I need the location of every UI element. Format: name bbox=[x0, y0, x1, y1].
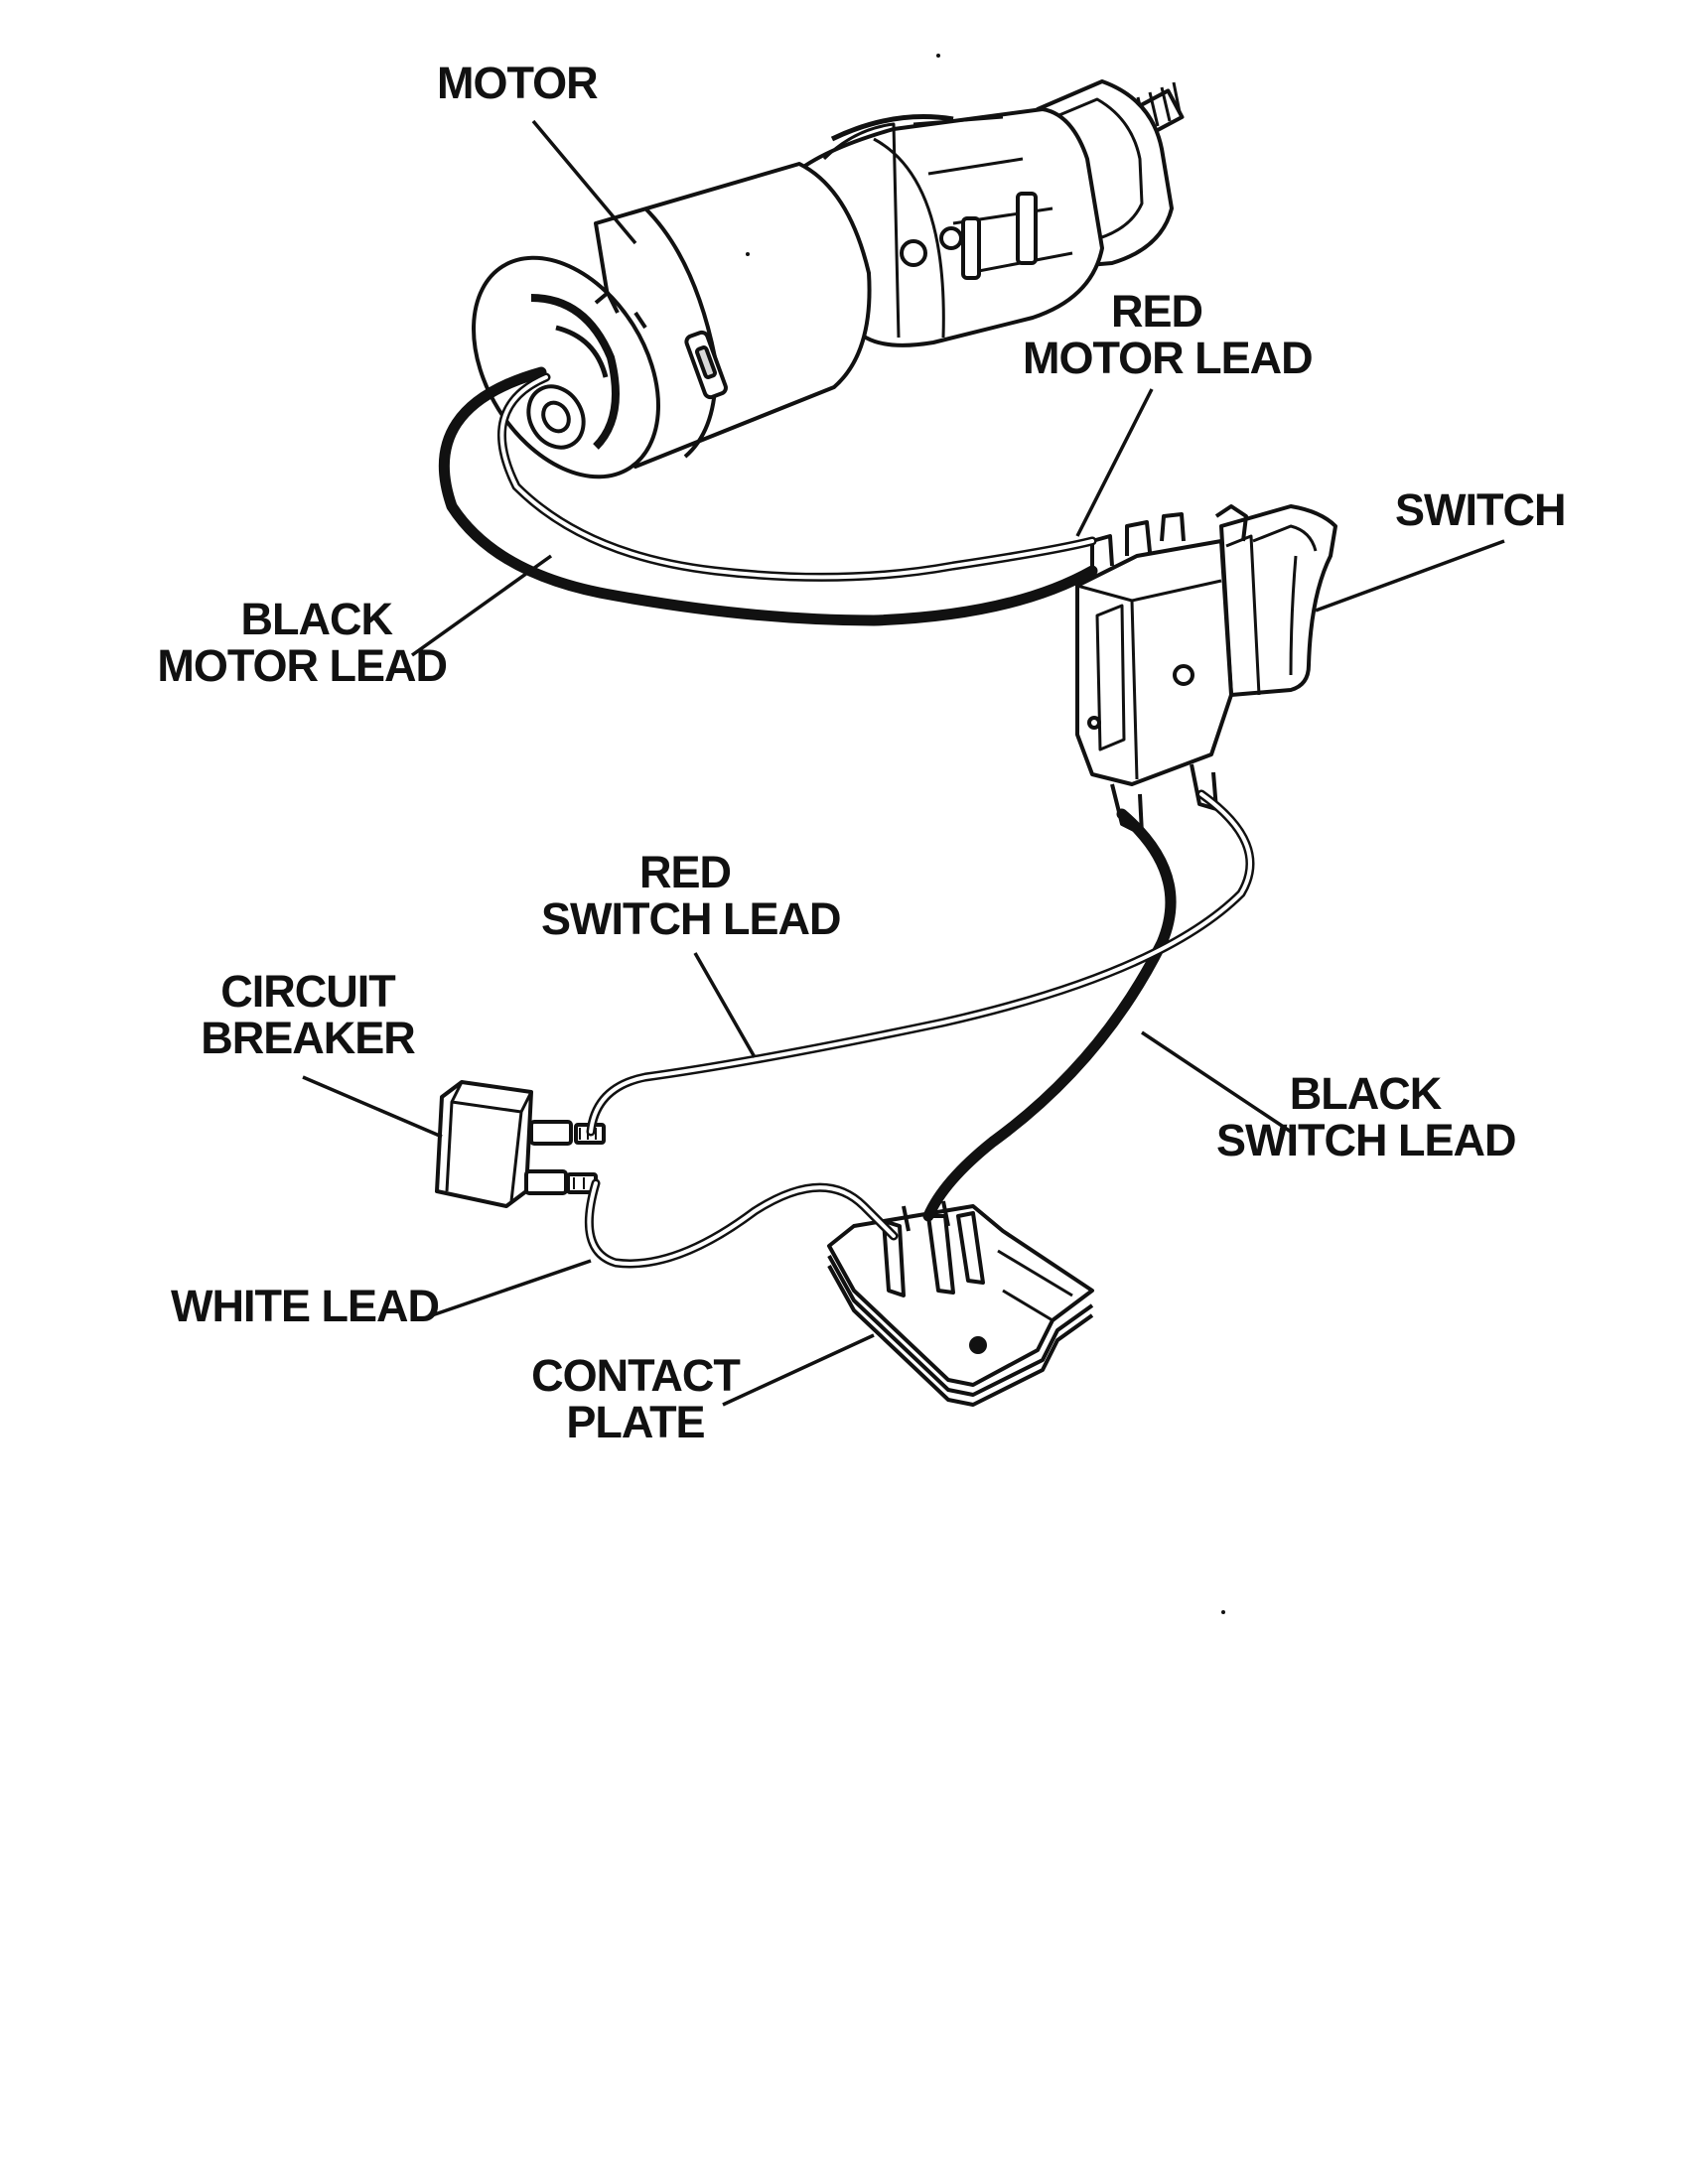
label-white-lead: WHITE LEAD bbox=[171, 1281, 440, 1331]
label-red-switch-lead-line-1: RED bbox=[638, 847, 732, 897]
label-black-switch-lead-line-2: SWITCH LEAD bbox=[1216, 1115, 1516, 1165]
leader-lines bbox=[302, 119, 1505, 1407]
label-black-switch-lead-line-1: BLACK bbox=[1289, 1068, 1442, 1119]
label-red-motor-lead-line-1: RED bbox=[1110, 286, 1203, 337]
leader-contact-plate bbox=[722, 1333, 875, 1407]
motor-illustration bbox=[472, 79, 1185, 479]
label-white-lead-line-1: WHITE LEAD bbox=[171, 1281, 440, 1331]
black-switch-lead-wire bbox=[922, 808, 1177, 1222]
label-circuit-breaker-line-1: CIRCUIT bbox=[220, 966, 395, 1017]
label-motor-line-1: MOTOR bbox=[437, 58, 599, 108]
black-motor-lead-wire bbox=[438, 366, 1098, 626]
leader-black-switch-lead bbox=[1141, 1030, 1292, 1134]
label-contact-plate-line-2: PLATE bbox=[566, 1397, 705, 1447]
leader-black-motor-lead bbox=[410, 554, 553, 657]
leader-white-lead bbox=[431, 1259, 592, 1317]
label-red-motor-lead: RED MOTOR LEAD bbox=[1023, 286, 1314, 383]
leader-motor bbox=[531, 119, 637, 245]
label-switch-line-1: SWITCH bbox=[1395, 484, 1566, 535]
wires bbox=[438, 366, 1255, 1269]
label-red-switch-lead-line-2: SWITCH LEAD bbox=[541, 893, 841, 944]
specks bbox=[746, 54, 1225, 1614]
contact-plate-illustration bbox=[827, 1200, 1094, 1407]
switch-illustration bbox=[1075, 504, 1337, 836]
label-contact-plate: CONTACT PLATE bbox=[531, 1350, 741, 1447]
label-black-motor-lead-line-2: MOTOR LEAD bbox=[157, 640, 448, 691]
label-circuit-breaker: CIRCUIT BREAKER bbox=[194, 968, 422, 1061]
label-black-motor-lead-line-1: BLACK bbox=[240, 594, 393, 644]
label-black-motor-lead: BLACK MOTOR LEAD bbox=[149, 594, 448, 691]
label-red-motor-lead-line-2: MOTOR LEAD bbox=[1023, 333, 1314, 383]
label-circuit-breaker-line-2: BREAKER bbox=[201, 1013, 416, 1063]
leader-red-motor-lead bbox=[1075, 388, 1154, 537]
label-switch: SWITCH bbox=[1395, 484, 1566, 535]
label-red-switch-lead: RED SWITCH LEAD bbox=[541, 847, 841, 944]
leader-switch bbox=[1315, 539, 1505, 613]
leader-circuit-breaker bbox=[302, 1075, 443, 1139]
label-contact-plate-line-1: CONTACT bbox=[531, 1350, 741, 1401]
label-motor: MOTOR bbox=[437, 58, 599, 108]
circuit-breaker-illustration bbox=[435, 1080, 606, 1208]
leader-red-switch-lead bbox=[693, 952, 757, 1058]
label-black-switch-lead: BLACK SWITCH LEAD bbox=[1216, 1068, 1516, 1165]
